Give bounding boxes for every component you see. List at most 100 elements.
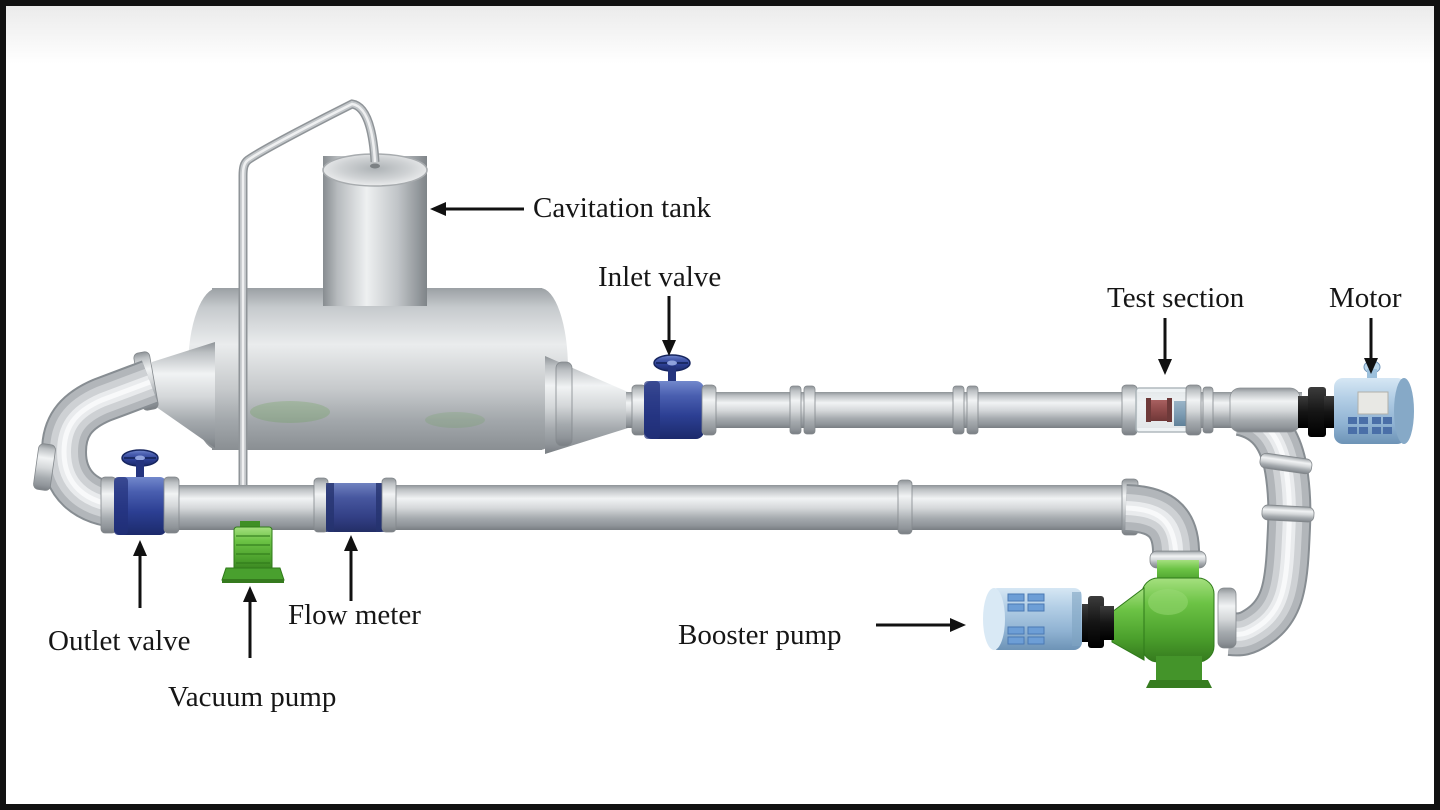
flow-meter (313, 477, 397, 533)
pipe-flange (1121, 384, 1138, 436)
meter-flange (381, 477, 397, 533)
tank-green-reflection (250, 401, 330, 423)
vacuum-pump-arrowhead (243, 586, 257, 602)
lower-pipe-run (100, 449, 1200, 574)
valve-flange (100, 476, 117, 534)
test-specimen-blue (1174, 401, 1187, 426)
booster-motor-cap (983, 588, 1005, 650)
vacuum-pump-base (221, 567, 285, 581)
pump-foot (1156, 656, 1202, 682)
vacuum-pump-ribs (236, 535, 270, 564)
pump-discharge-flange (1217, 587, 1237, 649)
vent-slot (1027, 636, 1045, 645)
tank-riser-center-port (370, 163, 380, 169)
pipe-union-ring (789, 385, 802, 435)
elbow-highlight (1125, 505, 1179, 559)
cone-flange (555, 361, 573, 447)
coupling-disc (1324, 396, 1334, 428)
motor-arrowhead (1364, 358, 1378, 374)
inlet-valve-stem (668, 366, 676, 392)
vacuum-pump-base-plate (222, 579, 284, 583)
vent-slot (1383, 417, 1392, 424)
booster-motor-edge (1072, 592, 1081, 646)
pipe-union-ring (966, 385, 979, 435)
coupling-disc (1100, 606, 1114, 640)
vacuum-tube-highlight (241, 102, 377, 530)
top-shading-band (6, 6, 1434, 64)
cavitation-tank-label: Cavitation tank (533, 192, 711, 224)
vacuum-tube (238, 99, 380, 530)
pump-coupling (1080, 596, 1114, 648)
meter-flange (313, 477, 329, 533)
label-vacuum-pump: Vacuum pump (168, 586, 336, 713)
lower-pipe-right-elbow (1124, 484, 1200, 574)
outlet-valve-label: Outlet valve (48, 625, 191, 657)
vacuum-pump (221, 521, 285, 583)
label-motor: Motor (1329, 282, 1402, 374)
inlet-valve-end-band (644, 381, 660, 439)
pipe-union-ring (1202, 386, 1214, 434)
label-test-section: Test section (1107, 282, 1245, 375)
vacuum-pump-label: Vacuum pump (168, 681, 336, 713)
vent-slot (1372, 427, 1381, 434)
vent-slot (1372, 417, 1381, 424)
test-specimen-red (1151, 400, 1168, 421)
inlet-valve-label: Inlet valve (598, 261, 721, 293)
vent-slot (1348, 427, 1357, 434)
label-inlet-valve: Inlet valve (598, 261, 721, 356)
outlet-valve-arrowhead (133, 540, 147, 556)
flow-meter-arrowhead (344, 535, 358, 551)
upper-pipe-run (545, 354, 1302, 454)
outlet-valve-end-band (114, 477, 128, 535)
vent-slot (1007, 636, 1025, 645)
s-pipe-union-ring (1261, 504, 1315, 523)
booster-pump-label: Booster pump (678, 619, 842, 651)
booster-motor-vents (1007, 593, 1045, 645)
valve-flange (163, 476, 180, 534)
booster-motor (983, 588, 1082, 650)
test-section-label: Test section (1107, 282, 1245, 314)
pump-volute (1141, 577, 1215, 663)
test-specimen-cap (1167, 398, 1172, 422)
drive-motor-cap (1394, 378, 1414, 444)
drive-motor (1334, 360, 1414, 444)
pipe-union-ring (803, 385, 816, 435)
vent-slot (1007, 626, 1025, 635)
motor-nameplate (1357, 391, 1389, 415)
cavitation-tank-arrowhead (430, 202, 446, 216)
lower-pipe (104, 485, 1136, 530)
pipe-union-ring (897, 479, 913, 535)
flow-meter-end-band (326, 483, 334, 532)
vacuum-pump-body (233, 526, 273, 574)
pipe-flange (701, 384, 717, 436)
vent-slot (1359, 417, 1368, 424)
annotations: Cavitation tank Inlet valve Test section… (48, 192, 1402, 713)
booster-pump (983, 550, 1215, 688)
test-specimen-cap (1146, 398, 1151, 422)
tank-left-cone (152, 342, 215, 448)
drive-motor-vents (1348, 417, 1392, 434)
flow-meter-label: Flow meter (288, 599, 421, 631)
discharge-s-pipe (1227, 392, 1312, 657)
handwheel-hub (135, 455, 145, 461)
vent-slot (1348, 417, 1357, 424)
vent-slot (1383, 427, 1392, 434)
elbow-flange (33, 443, 56, 491)
motor-label: Motor (1329, 282, 1402, 314)
motor-coupling (1298, 387, 1334, 437)
vent-slot (1027, 603, 1045, 612)
pipe-flange (1185, 384, 1202, 436)
tank-body (212, 288, 542, 450)
cavitation-tank (188, 153, 568, 450)
label-cavitation-tank: Cavitation tank (430, 192, 711, 224)
outlet-valve (100, 449, 180, 535)
booster-pump-arrowhead (950, 618, 966, 632)
pump-volute-highlight (1148, 589, 1188, 615)
coupling-hub (1308, 387, 1326, 437)
handwheel-hub (667, 360, 677, 366)
pipe-flange (631, 384, 647, 436)
pump-base-plate (1146, 680, 1212, 688)
